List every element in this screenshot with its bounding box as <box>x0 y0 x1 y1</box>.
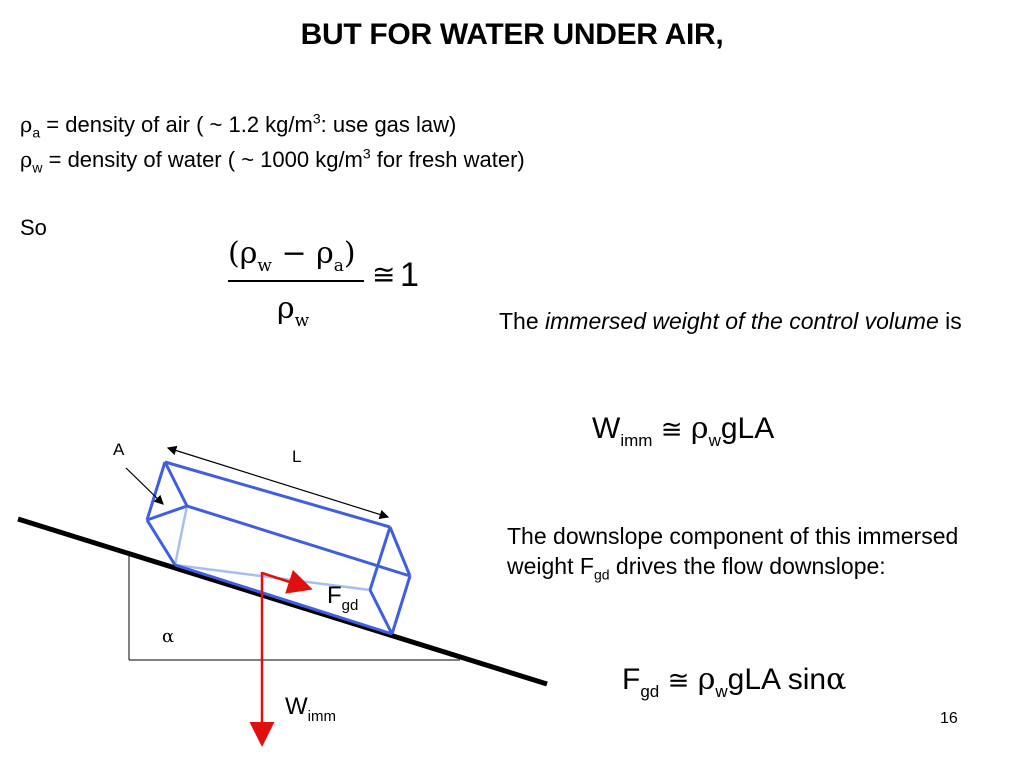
air-density-definition: ρa = density of air ( ~ 1.2 kg/m3: use g… <box>20 110 457 141</box>
label-f-gd: Fgd <box>327 582 359 614</box>
ratio-approx: ≅ <box>372 258 396 291</box>
slide-title: BUT FOR WATER UNDER AIR, <box>300 18 724 51</box>
area-pointer-arrow <box>125 467 164 505</box>
fraction-bar <box>228 280 364 282</box>
w-imm-equation: Wimm ≅ ρwgLA <box>592 411 775 450</box>
control-volume-box <box>145 460 412 636</box>
label-alpha: α <box>162 626 175 647</box>
ratio-numerator: (ρw − ρa) <box>228 236 356 276</box>
immersed-weight-text: The immersed weight of the control volum… <box>499 308 962 334</box>
downslope-force-arrow <box>261 569 313 594</box>
label-a: A <box>113 440 125 459</box>
f-gd-equation: Fgd ≅ ρwgLA sinα <box>622 662 847 701</box>
downslope-text: The downslope component of this immersed… <box>507 523 959 583</box>
so-label: So <box>20 215 47 240</box>
ratio-denominator: ρw <box>277 291 310 331</box>
length-dimension-arrow <box>166 445 390 520</box>
rho-symbol: ρ <box>20 148 33 172</box>
label-l: L <box>292 447 302 466</box>
water-density-definition: ρw = density of water ( ~ 1000 kg/m3 for… <box>20 145 525 176</box>
rho-symbol: ρ <box>20 113 33 137</box>
ground-slope <box>17 516 548 687</box>
ratio-result: 1 <box>400 256 419 294</box>
page-number: 16 <box>940 710 958 727</box>
label-w-imm: Wimm <box>285 693 336 725</box>
